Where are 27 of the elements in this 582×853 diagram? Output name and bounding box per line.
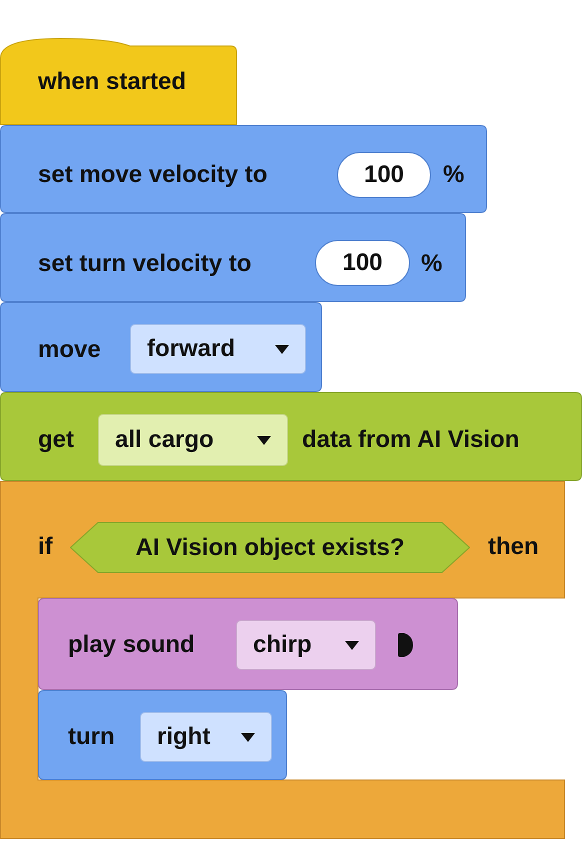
block-label: data from AI Vision	[302, 426, 520, 454]
block-label: play sound	[68, 631, 195, 659]
block-label: %	[443, 161, 464, 189]
code-block	[38, 690, 287, 780]
dropdown-field: forward	[130, 324, 306, 374]
code-block	[38, 598, 458, 690]
dropdown-field: right	[140, 712, 272, 762]
block-label: turn	[68, 723, 115, 751]
code-block	[0, 302, 322, 392]
number-field: 100	[315, 240, 410, 286]
code-block	[0, 125, 487, 213]
block-label: then	[488, 533, 539, 561]
hat-block	[0, 38, 237, 125]
if-block	[0, 481, 565, 839]
number-field: 100	[337, 152, 431, 198]
condition-block: AI Vision object exists?	[70, 522, 470, 573]
block-label: set move velocity to	[38, 161, 268, 189]
code-block	[0, 213, 466, 302]
dropdown-field: chirp	[236, 620, 376, 670]
block-label: %	[421, 250, 442, 278]
block-label: move	[38, 336, 101, 364]
code-block	[0, 392, 582, 481]
block-label: set turn velocity to	[38, 250, 252, 278]
dropdown-field: all cargo	[98, 414, 288, 466]
block-label: when started	[38, 68, 186, 96]
block-label: if	[38, 533, 53, 561]
block-label: get	[38, 426, 74, 454]
